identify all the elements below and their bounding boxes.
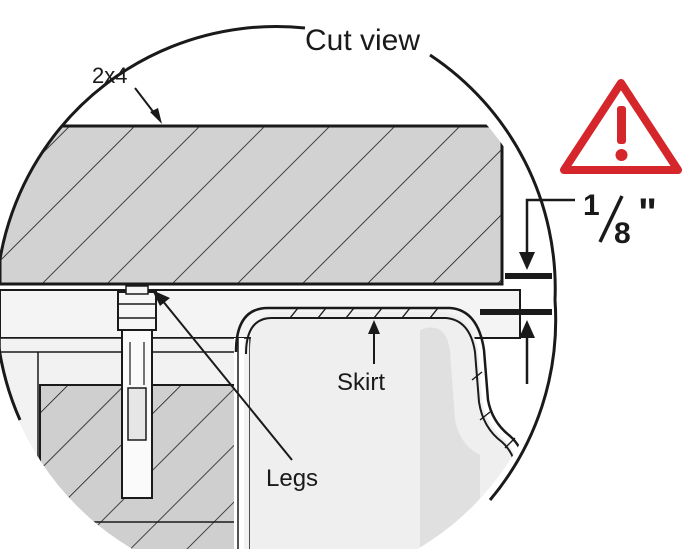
dimension-numerator: 1 (583, 189, 600, 222)
dimension-denominator: 8 (614, 217, 631, 250)
board-label: 2x4 (92, 63, 127, 88)
leg-bolt (117, 285, 157, 499)
skirt-label: Skirt (337, 369, 385, 396)
fraction-slash (598, 195, 624, 243)
detail-contents (0, 124, 532, 554)
skirt-arrowhead (368, 320, 380, 334)
dimension-label: 1 8 " (583, 189, 657, 250)
board-arrowhead (150, 108, 162, 124)
gap-dimension (480, 198, 575, 384)
dimension-unit: " (638, 191, 657, 235)
board-2x4 (0, 124, 504, 286)
detail-circle-left (0, 24, 306, 421)
skirt-inner-edge (245, 317, 521, 549)
legs-arrowhead (152, 290, 170, 306)
skirt-hatch (289, 307, 527, 481)
legs-label: Legs (266, 465, 318, 492)
skirt-body (250, 312, 522, 549)
detail-circle-right (429, 53, 557, 301)
title: Cut view (305, 24, 420, 57)
legs-leader (161, 299, 293, 461)
warning-triangle-icon (560, 79, 682, 174)
